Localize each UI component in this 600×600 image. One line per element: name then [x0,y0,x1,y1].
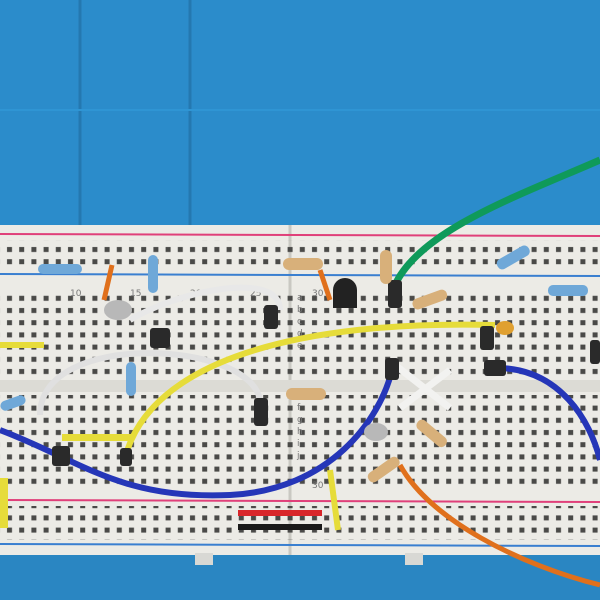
column-number-15: 15 [130,289,141,299]
yellow-jumper [327,469,341,531]
red-jumper [238,510,322,516]
white-jumper [392,362,453,411]
resistor [416,419,447,448]
resistor [148,255,158,293]
white-wire [37,350,263,416]
white-jumper [397,367,453,411]
row-label-b: b [297,305,303,315]
transistor [364,423,388,441]
resistor [496,245,530,270]
positive-rail-line [0,233,600,237]
row-label-a: a [297,293,303,303]
resistor [286,388,326,400]
orange-jumper [101,264,115,301]
row-label-c: c [297,317,302,327]
resistor [38,264,82,274]
column-number-25: 25 [250,289,261,299]
negative-rail-line [0,273,600,277]
yellow-jumper [62,434,134,441]
row-label-i: i [297,439,300,449]
resistors [0,245,588,483]
wire-connectors [52,280,600,466]
row-label-d: d [297,329,303,339]
resistor [283,258,323,270]
yellow-jumper [0,342,44,348]
center-channel [0,380,600,392]
yellow-jumper [0,478,8,528]
transistor [333,278,357,308]
capacitor [496,321,514,335]
white-wire [128,284,283,323]
resistor [367,456,400,483]
column-number-10: 10 [70,289,82,299]
row-label-h: h [297,427,303,437]
row-label-j: j [296,451,300,461]
row-label-g: g [297,415,303,425]
yellow-wire [122,321,496,459]
black-jumper [238,524,322,530]
resistor [380,250,392,284]
resistor [548,285,588,296]
resistor [412,289,448,310]
blue-wire [499,365,600,461]
orange-jumper [317,269,333,301]
column-number-30: 30 [312,289,324,299]
orange-wire [397,463,600,588]
green-wire [391,156,600,287]
resistor [126,362,136,396]
column-number-30-bottom: 30 [312,481,324,491]
row-label-f: f [297,403,301,413]
transistor [104,300,132,320]
resistor [0,395,26,411]
row-label-e: e [297,341,303,351]
